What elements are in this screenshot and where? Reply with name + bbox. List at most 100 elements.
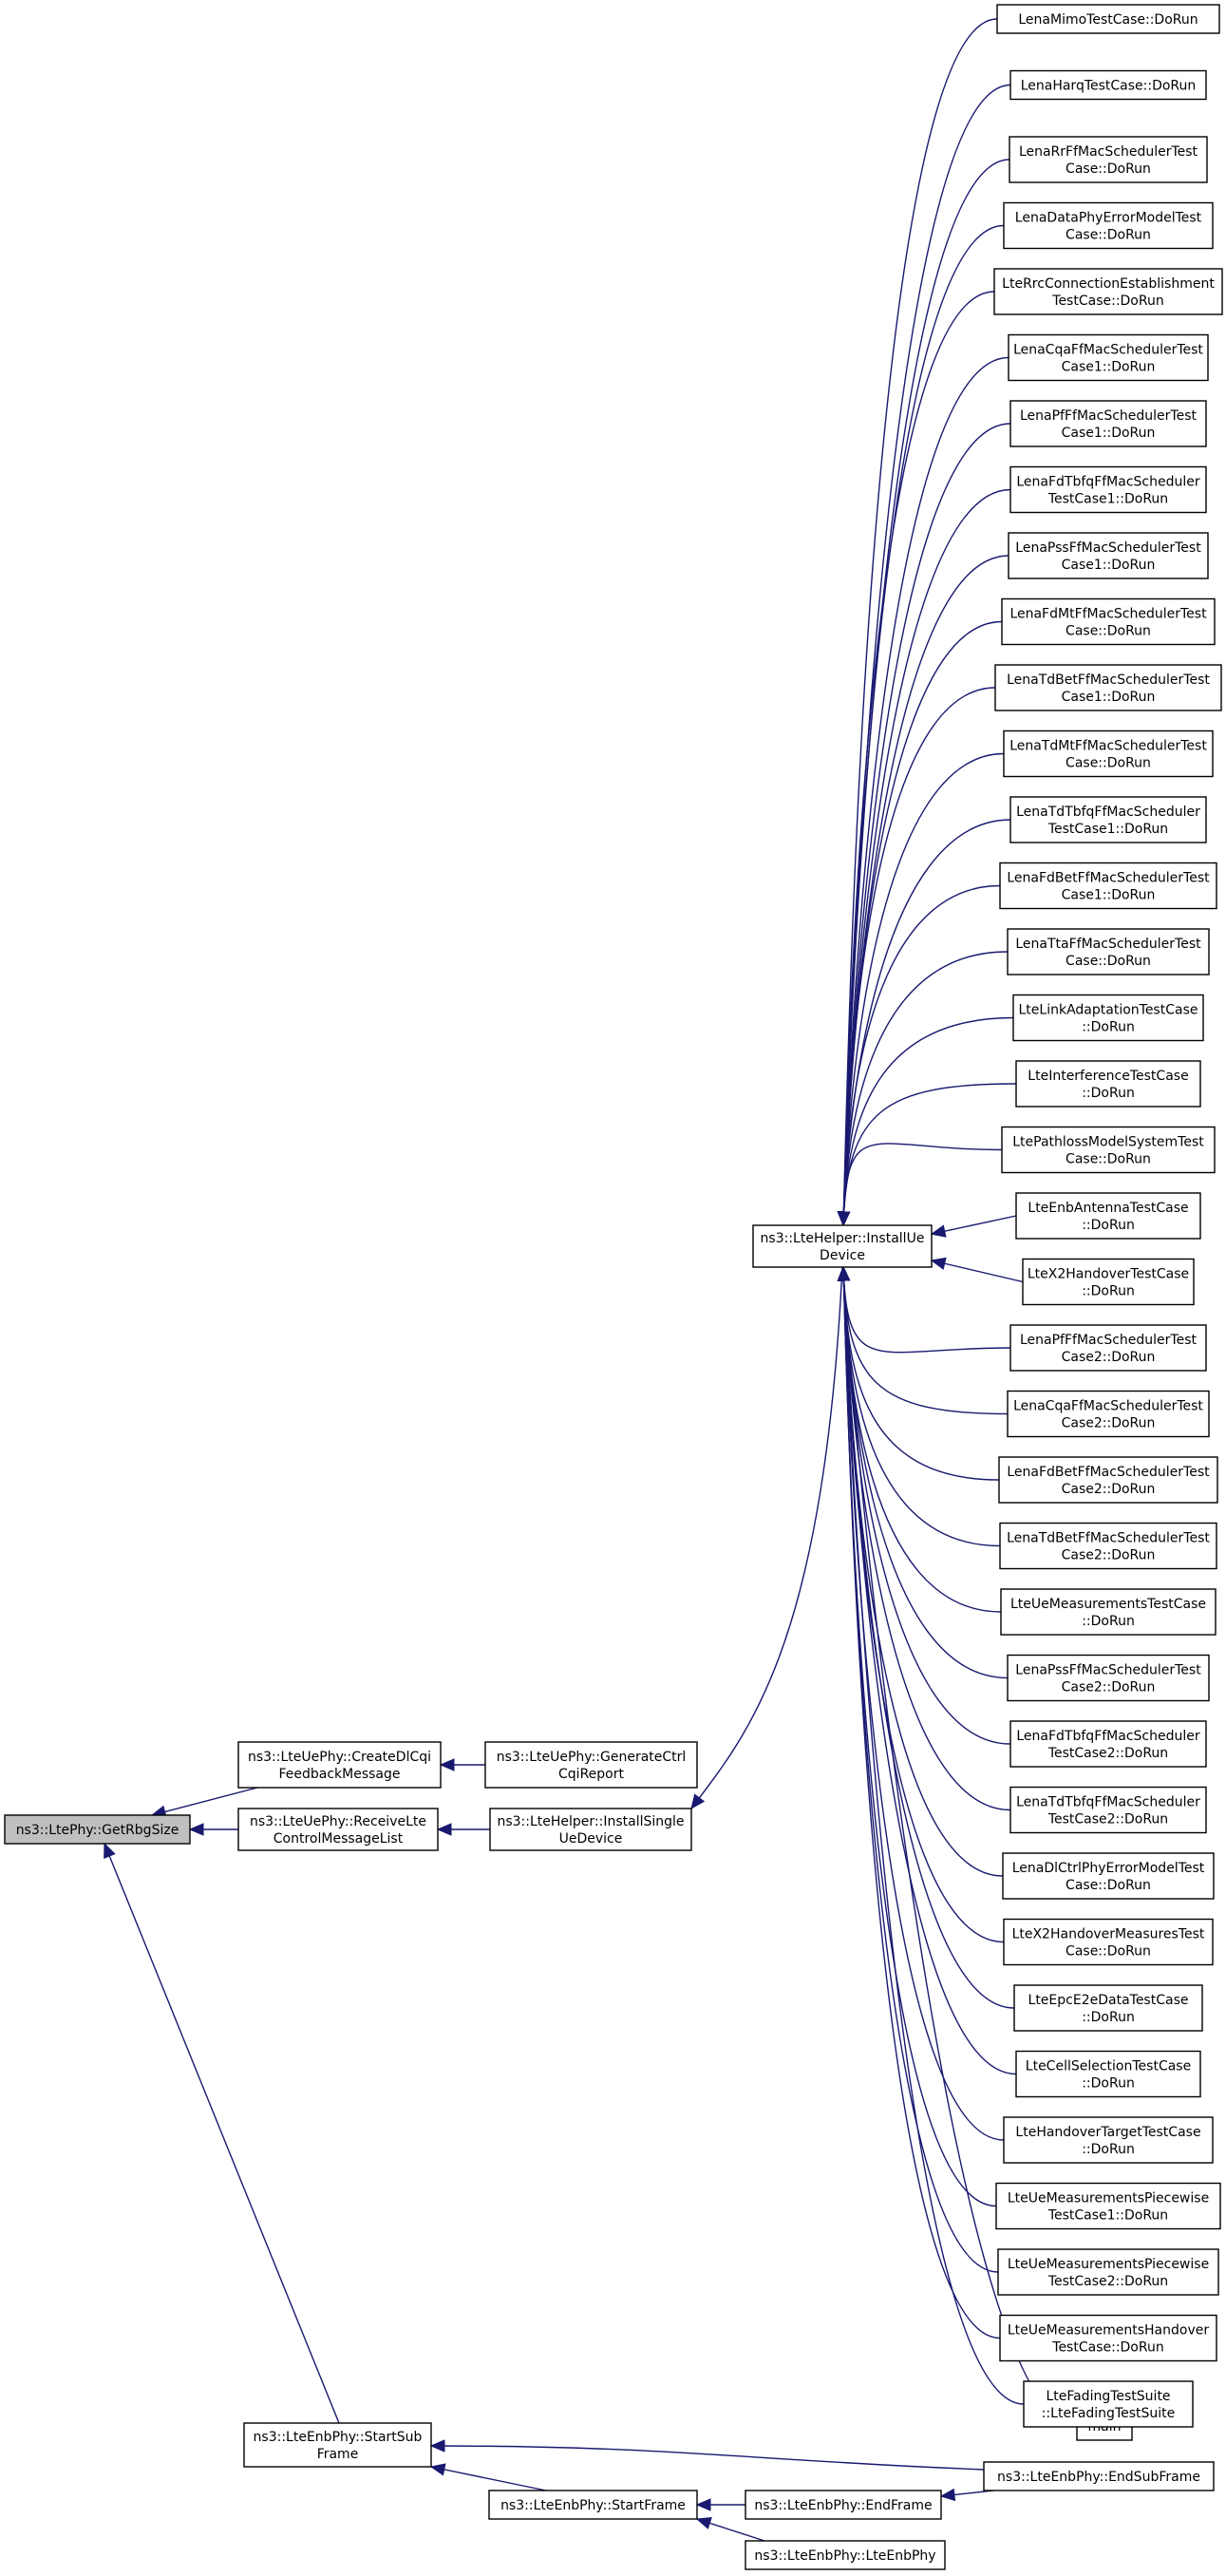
node-box <box>1009 1720 1207 1768</box>
node-t20[interactable]: LteX2HandoverTestCase::DoRun <box>1022 1258 1195 1306</box>
node-box <box>994 664 1222 711</box>
node-label: LteX2HandoverTestCase <box>1028 1267 1189 1282</box>
node-label: LenaHarqTestCase::DoRun <box>1021 79 1197 94</box>
edge-t19-to-installue <box>931 1215 1017 1235</box>
node-box <box>4 1814 191 1845</box>
node-endsubframe[interactable]: ns3::LteEnbPhy::EndSubFrame <box>983 2461 1215 2491</box>
node-t31[interactable]: LteEpcE2eDataTestCase::DoRun <box>1013 1984 1203 2032</box>
node-receivelte[interactable]: ns3::LteUePhy::ReceiveLteControlMessageL… <box>237 1808 439 1851</box>
node-label: LenaCqaFfMacSchedulerTest <box>1013 1399 1203 1414</box>
node-box <box>1001 1126 1216 1174</box>
node-t19[interactable]: LteEnbAntennaTestCase::DoRun <box>1015 1192 1201 1240</box>
arrowhead-installsingle-to-receivelte <box>436 1823 452 1836</box>
node-label: UeDevice <box>559 1831 623 1847</box>
edge-t32-to-installue <box>842 1266 1017 2075</box>
node-label: ns3::LteEnbPhy::StartSub <box>254 2430 423 2445</box>
edge-t31-to-installue <box>842 1266 1015 2009</box>
node-label: LteUeMeasurementsPiecewise <box>1008 2191 1209 2207</box>
node-t16[interactable]: LteLinkAdaptationTestCase::DoRun <box>1012 994 1204 1042</box>
node-label: LenaPssFfMacSchedulerTest <box>1015 1663 1201 1678</box>
node-box <box>1015 2050 1201 2098</box>
node-createdl[interactable]: ns3::LteUePhy::CreateDlCqiFeedbackMessag… <box>237 1741 442 1789</box>
arrowhead-t37-to-installue <box>837 1265 851 1281</box>
edge-t22-to-installue <box>842 1266 1009 1415</box>
node-label: Case2::DoRun <box>1062 1350 1156 1365</box>
node-t17[interactable]: LteInterferenceTestCase::DoRun <box>1015 1060 1201 1108</box>
node-label: LenaCqaFfMacSchedulerTest <box>1013 343 1203 358</box>
node-label: LenaPfFfMacSchedulerTest <box>1020 408 1197 424</box>
node-box <box>1009 69 1207 101</box>
arrowhead-t19-to-installue <box>930 1224 947 1238</box>
node-enbphyctor[interactable]: ns3::LteEnbPhy::LteEnbPhy <box>745 2540 946 2570</box>
edge-t08-to-installue <box>842 488 1011 1226</box>
node-box <box>1008 532 1209 579</box>
node-getrbg[interactable]: ns3::LtePhy::GetRbgSize <box>4 1814 191 1845</box>
node-t05[interactable]: LteRrcConnectionEstablishmentTestCase::D… <box>993 268 1223 315</box>
node-label: Case1::DoRun <box>1062 426 1156 441</box>
node-endframe[interactable]: ns3::LteEnbPhy::EndFrame <box>745 2490 942 2520</box>
node-label: ns3::LteUePhy::GenerateCtrl <box>497 1750 687 1765</box>
arrowhead-t20-to-installue <box>930 1257 947 1270</box>
node-label: LteUeMeasurementsTestCase <box>1010 1597 1206 1612</box>
edge-t29-to-installue <box>842 1266 1004 1877</box>
node-t32[interactable]: LteCellSelectionTestCase::DoRun <box>1015 2050 1201 2098</box>
arrowhead-endsubframe-to-startsub <box>429 2439 445 2453</box>
node-box <box>1003 201 1214 250</box>
node-t35[interactable]: LteUeMeasurementsPiecewiseTestCase2::DoR… <box>997 2248 1219 2296</box>
node-label: LenaRrFfMacSchedulerTest <box>1019 144 1198 160</box>
node-box <box>237 1741 442 1789</box>
edge-t26-to-installue <box>842 1266 1009 1679</box>
node-box <box>999 2314 1217 2362</box>
node-label: TestCase2::DoRun <box>1047 2274 1168 2289</box>
node-startframe[interactable]: ns3::LteEnbPhy::StartFrame <box>488 2490 698 2520</box>
node-t25[interactable]: LteUeMeasurementsTestCase::DoRun <box>1000 1588 1217 1636</box>
arrowhead-endsubframe-to-endframe <box>939 2488 956 2502</box>
node-box <box>484 1741 698 1789</box>
node-box <box>999 862 1217 910</box>
edge-t37-to-installue <box>842 1266 1025 2405</box>
node-label: ::DoRun <box>1082 1218 1135 1233</box>
node-t01[interactable]: LenaMimoTestCase::DoRun <box>996 4 1220 34</box>
node-t34[interactable]: LteUeMeasurementsPiecewiseTestCase1::DoR… <box>995 2182 1221 2230</box>
node-t37[interactable]: LteFadingTestSuite::LteFadingTestSuite <box>1023 2380 1194 2428</box>
node-box <box>1007 928 1210 975</box>
node-t33[interactable]: LteHandoverTargetTestCase::DoRun <box>1003 2116 1214 2164</box>
node-label: Case2::DoRun <box>1062 1680 1156 1695</box>
node-box <box>1003 729 1214 778</box>
node-label: LenaTdBetFfMacSchedulerTest <box>1007 1531 1210 1546</box>
node-label: TestCase2::DoRun <box>1047 1812 1168 1828</box>
node-t02[interactable]: LenaHarqTestCase::DoRun <box>1009 69 1207 101</box>
node-label: LenaDlCtrlPhyErrorModelTest <box>1012 1861 1205 1876</box>
edge-t05-to-installue <box>842 291 995 1226</box>
node-box <box>995 2182 1221 2230</box>
arrowhead-enbphyctor-to-startframe <box>695 2517 712 2529</box>
